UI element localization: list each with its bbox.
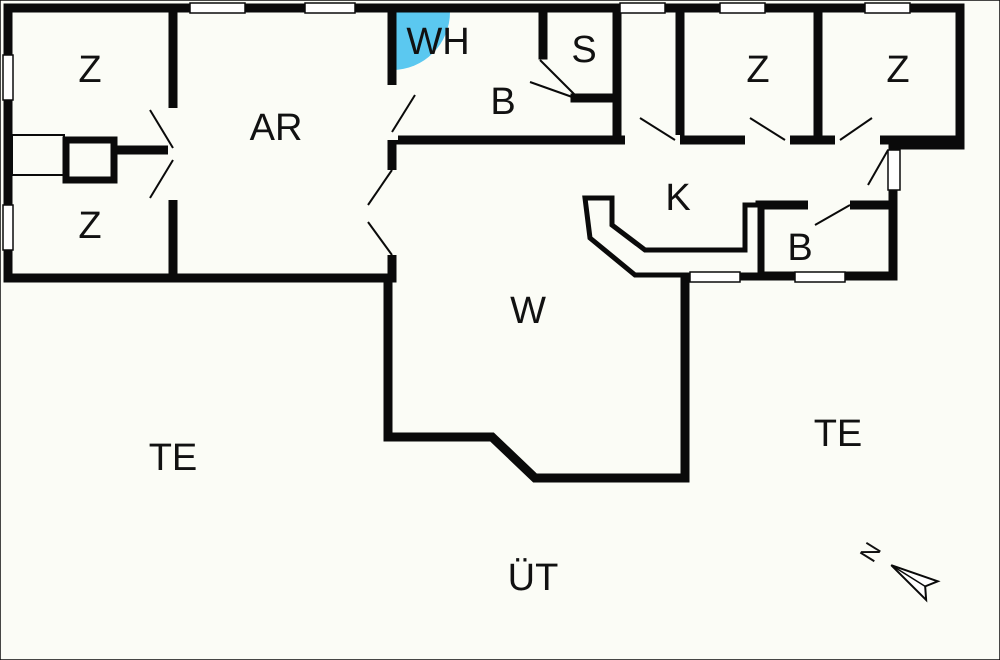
north-arrow-icon (890, 564, 941, 603)
room-label-te-right: TE (814, 413, 863, 455)
wh-highlight (392, 12, 450, 70)
room-label-z-top-left: Z (78, 49, 101, 91)
room-label-te-left: TE (149, 437, 198, 479)
room-label-ar: AR (250, 107, 303, 149)
room-label-b-lower: B (787, 227, 812, 269)
windows (2, 2, 911, 283)
house-interior (8, 8, 960, 478)
room-label-z-right-2: Z (886, 49, 909, 91)
room-label-ut: ÜT (508, 557, 559, 599)
doors (149, 59, 889, 256)
storage-boxes (11, 134, 118, 184)
room-label-b-upper: B (490, 81, 515, 123)
room-label-wh: WH (406, 21, 469, 63)
room-label-w: W (510, 290, 546, 332)
room-label-k: K (665, 177, 690, 219)
room-label-z-right-1: Z (746, 49, 769, 91)
room-label-s: S (571, 29, 596, 71)
room-label-z-bottom-left: Z (78, 205, 101, 247)
kitchen-counter (582, 195, 763, 278)
